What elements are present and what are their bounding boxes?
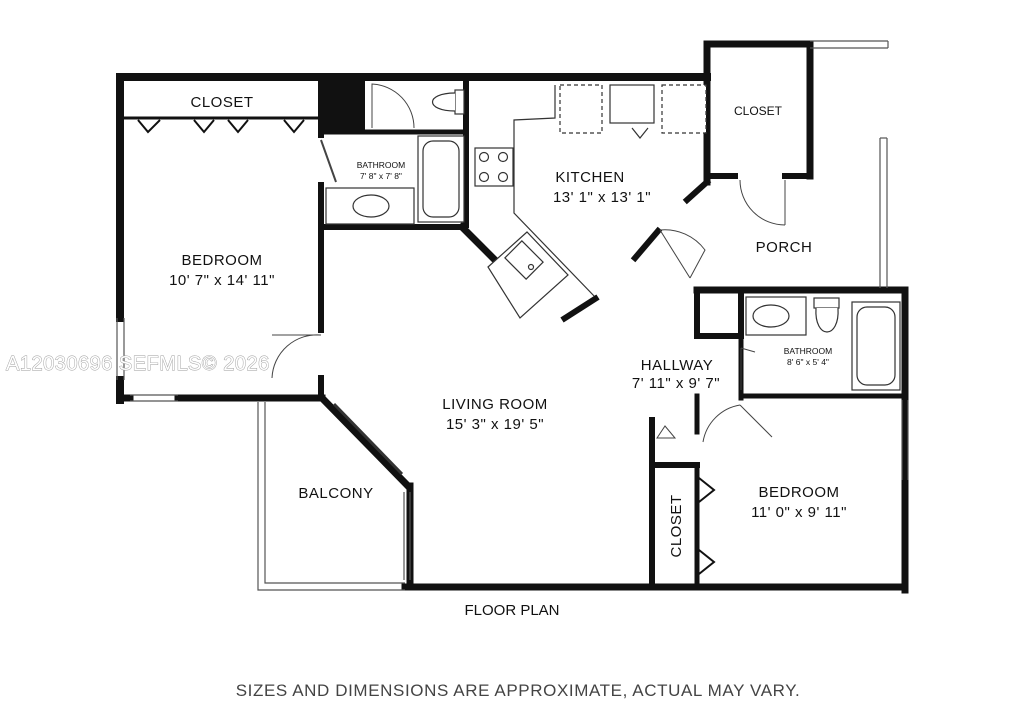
kitchen-dims: 13' 1" x 13' 1"	[553, 189, 651, 206]
porch-label: PORCH	[756, 239, 813, 256]
fixtures	[325, 84, 901, 391]
room-labels: CLOSET BEDROOM 10' 7" x 14' 11" BATHROOM…	[169, 94, 847, 558]
bedroom-right-name: BEDROOM	[758, 484, 839, 501]
thin-lines	[116, 40, 909, 591]
hallway-dims: 7' 11" x 9' 7"	[632, 375, 720, 392]
living-room-dims: 15' 3" x 19' 5"	[446, 416, 544, 433]
bathroom-right-dims: 8' 6" x 5' 4"	[787, 357, 829, 367]
watermark: A12030696 SEFMLS© 2026	[6, 353, 270, 375]
kitchen-name: KITCHEN	[555, 169, 624, 186]
floor-plan-caption: FLOOR PLAN	[464, 602, 559, 619]
closet-right-label: CLOSET	[668, 494, 685, 557]
bedroom-left-dims: 10' 7" x 14' 11"	[169, 272, 275, 289]
walls	[116, 40, 909, 594]
bedroom-right-dims: 11' 0" x 9' 11"	[751, 504, 847, 521]
bedroom-left-name: BEDROOM	[181, 252, 262, 269]
door-swings	[271, 83, 786, 443]
bathroom-right-name: BATHROOM	[784, 346, 832, 356]
bathroom-top-dims: 7' 8" x 7' 8"	[360, 171, 402, 181]
disclaimer-text: SIZES AND DIMENSIONS ARE APPROXIMATE, AC…	[236, 681, 801, 700]
closet-left-label: CLOSET	[190, 94, 253, 111]
closet-porch-label: CLOSET	[734, 104, 783, 118]
bathroom-top-name: BATHROOM	[357, 160, 405, 170]
living-room-name: LIVING ROOM	[442, 396, 548, 413]
balcony-label: BALCONY	[298, 485, 373, 502]
hallway-name: HALLWAY	[641, 357, 713, 374]
